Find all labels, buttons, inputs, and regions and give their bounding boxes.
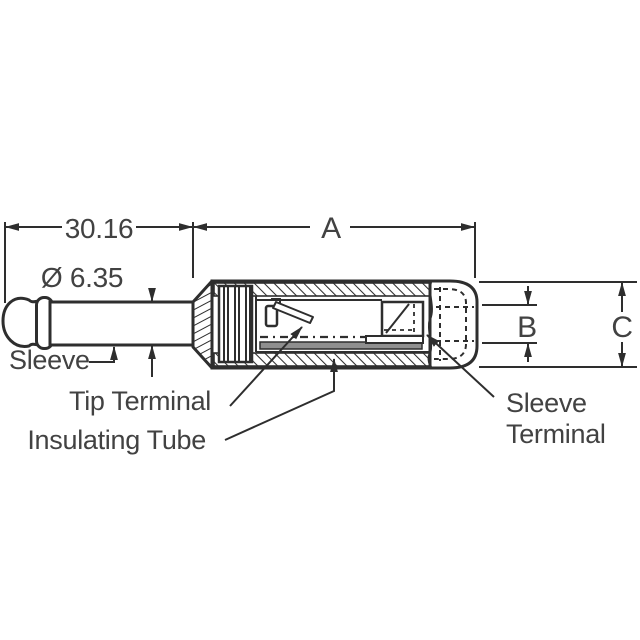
bushing xyxy=(217,284,254,364)
dim-value-c: C xyxy=(611,311,632,344)
label-sleeve-terminal: Sleeve Terminal xyxy=(426,334,606,449)
sleeve-terminal-part xyxy=(365,300,425,344)
sleeve-terminal-strip xyxy=(365,335,424,344)
insulating-tube-leader xyxy=(224,358,338,441)
dim-value-30-16: 30.16 xyxy=(65,213,134,244)
end-cap-hidden-outline xyxy=(434,288,467,360)
sleeve-terminal-leader xyxy=(426,334,495,398)
dimension-c: C xyxy=(479,281,637,368)
dim-value-b: B xyxy=(517,311,537,344)
sleeve-terminal-label-line1: Sleeve xyxy=(506,388,587,418)
tip-ball xyxy=(1,297,44,348)
tip-terminal-arm xyxy=(272,301,314,324)
label-insulating-tube: Insulating Tube xyxy=(27,358,338,455)
sleeve-label: Sleeve xyxy=(9,345,90,375)
tip-terminal-leader xyxy=(229,326,303,407)
end-cap xyxy=(427,279,479,370)
dimension-30-16: 30.16 xyxy=(4,213,194,303)
end-cap-outline xyxy=(428,279,479,370)
sleeve-shaft xyxy=(48,300,195,347)
dimension-a: A xyxy=(193,212,476,278)
strain-relief-cone xyxy=(191,279,214,370)
sleeve-leader xyxy=(89,346,118,363)
tip-terminal-part xyxy=(264,298,314,328)
label-sleeve: Sleeve xyxy=(9,345,118,375)
insulating-tube-label: Insulating Tube xyxy=(27,425,206,455)
plug-tip-assembly xyxy=(1,296,195,350)
dimension-b: B xyxy=(482,286,537,362)
label-tip-terminal: Tip Terminal xyxy=(69,326,303,416)
tip-terminal-label: Tip Terminal xyxy=(69,386,211,416)
tube-strip xyxy=(259,341,423,350)
insulating-tube-part xyxy=(259,335,423,350)
sleeve-terminal-label-line2: Terminal xyxy=(506,419,606,449)
dimension-diameter: Ø 6.35 xyxy=(41,262,156,377)
dim-value-a: A xyxy=(321,212,341,245)
sleeve-terminal-diagonal xyxy=(385,303,410,334)
tip-terminal-rivet xyxy=(264,304,279,328)
dim-value-diameter: Ø 6.35 xyxy=(41,262,123,293)
